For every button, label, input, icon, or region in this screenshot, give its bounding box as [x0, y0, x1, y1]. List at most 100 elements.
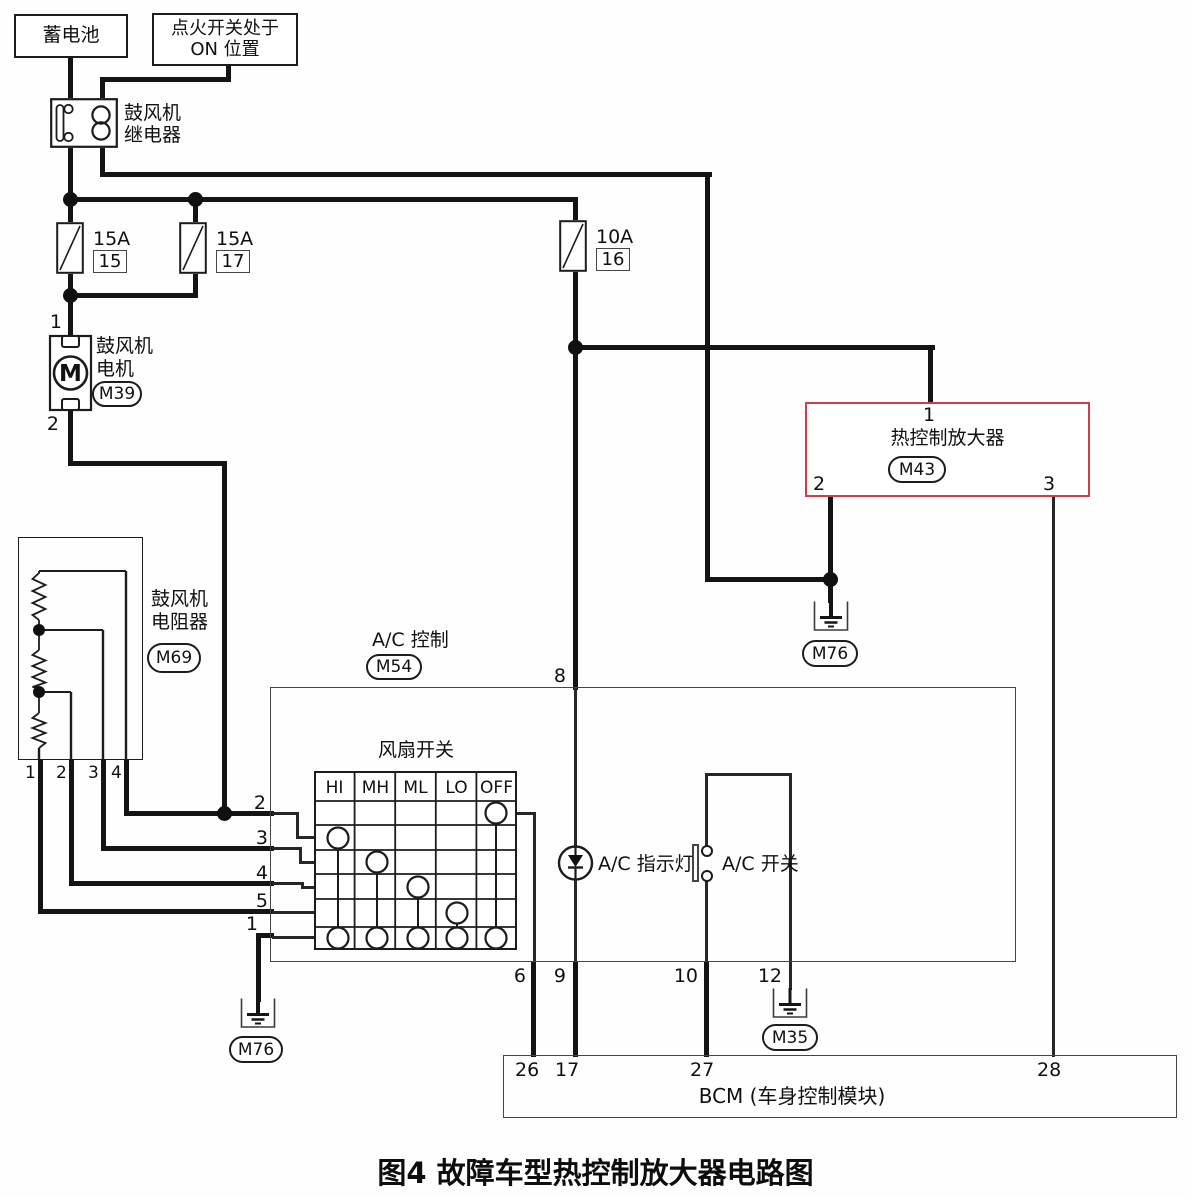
relay-label-line1: 鼓风机: [124, 102, 182, 124]
wire-relay-coil-out: [100, 148, 105, 177]
wire-pin1-ground-h: [256, 933, 274, 938]
figure-caption: 图4 故障车型热控制放大器电路图: [377, 1156, 814, 1190]
amplifier-box: [805, 402, 1090, 497]
fuse-17-symbol: [179, 222, 207, 274]
battery-box: 蓄电池: [14, 14, 128, 58]
fan-col-ml: ML: [403, 778, 428, 798]
ground-symbol-m76-right: [813, 601, 849, 631]
wire-res2-down: [69, 760, 74, 886]
resistor-pin2-label: 2: [56, 763, 67, 783]
fuse-15-symbol: [56, 222, 84, 274]
wire-ignition-down: [226, 66, 231, 80]
jog-pin4-a: [272, 882, 303, 885]
wire-battery-to-relay: [68, 58, 73, 98]
wire-fuse16-down: [573, 272, 578, 690]
wire-res1-down: [38, 760, 43, 914]
ac-switch-label: A/C 开关: [722, 853, 799, 875]
ac-pin6-label: 6: [513, 965, 526, 987]
jog-pin4-c: [301, 886, 316, 889]
wire-acsw-top: [705, 774, 708, 848]
jog-pin3-a: [272, 847, 301, 850]
wire-acsw-loop-v: [789, 773, 792, 990]
bcm-pin26-label: 26: [515, 1059, 540, 1081]
resistor-pin1-label: 1: [25, 763, 36, 783]
fan-switch-grid: [314, 771, 517, 950]
fan-col-lo: LO: [445, 778, 468, 798]
wire-led-lower: [574, 879, 577, 962]
junction-dot: [823, 572, 838, 587]
ac-control-code: M54: [375, 657, 413, 677]
ac-pin4-label: 4: [255, 862, 268, 884]
ground-m76-left-oval: M76: [229, 1036, 283, 1063]
wire-off-down: [533, 812, 536, 962]
amplifier-code-oval: M43: [888, 456, 946, 483]
ac-pin5-label: 5: [255, 890, 268, 912]
ignition-line2: ON 位置: [190, 38, 260, 60]
fuse-15-slot: 15: [93, 250, 127, 273]
wire-motor-horiz: [68, 461, 227, 466]
wire-fuse-bus: [68, 197, 578, 202]
bcm-pin28-label: 28: [1037, 1059, 1062, 1081]
bcm-box: [503, 1055, 1177, 1118]
wire-acsw-bottom: [705, 881, 708, 962]
fuse-16-rating: 10A: [596, 226, 634, 248]
bcm-label: BCM (车身控制模块): [698, 1084, 886, 1108]
relay-label-line2: 继电器: [124, 124, 182, 146]
jog-pin2-c: [296, 836, 316, 839]
wire-res4-down: [124, 760, 129, 816]
ground-m35-oval: M35: [762, 1024, 818, 1051]
blower-relay-symbol: [50, 98, 118, 148]
fuse-16-symbol: [559, 220, 587, 272]
wire-fuse17-bottom: [193, 274, 198, 298]
wire-to-amplifier: [573, 345, 935, 350]
wire-led-upper: [574, 687, 577, 847]
ac-control-code-oval: M54: [366, 654, 422, 680]
wire-res4-horiz: [124, 811, 274, 816]
wire-pin10-bcm: [704, 962, 709, 1057]
motor-label-line1: 鼓风机: [96, 335, 154, 357]
jog-pin3-c: [299, 861, 316, 864]
ac-indicator-led: [557, 845, 594, 881]
resistor-label-line1: 鼓风机: [151, 588, 209, 610]
wire-ignition-to-coil: [100, 77, 105, 98]
motor-code-oval: M39: [92, 381, 142, 407]
resistor-pin3-label: 3: [88, 763, 99, 783]
ground-m76-right-oval: M76: [802, 640, 858, 667]
resistor-label-line2: 电阻器: [151, 611, 209, 633]
motor-m-glyph: M: [59, 361, 82, 387]
ground-m76-right-code: M76: [811, 643, 849, 664]
jog-pin4-b: [301, 882, 304, 889]
ac-control-label: A/C 控制: [372, 629, 449, 651]
ac-pin10-label: 10: [673, 965, 698, 987]
amplifier-pin3-label: 3: [1043, 473, 1056, 495]
junction-dot: [217, 806, 232, 821]
blower-resistor-box: [18, 537, 143, 760]
wire-coil-long-horiz: [100, 172, 712, 177]
wire-res3-horiz: [101, 846, 274, 851]
fuse-15-rating: 15A: [93, 228, 131, 250]
wire-fuse17-top: [193, 202, 198, 222]
bcm-pin27-label: 27: [690, 1059, 715, 1081]
amplifier-title: 热控制放大器: [890, 427, 1005, 449]
ac-indicator-label: A/C 指示灯: [598, 853, 694, 875]
motor-code: M39: [98, 384, 136, 404]
junction-dot: [568, 340, 583, 355]
ignition-box: 点火开关处于 ON 位置: [152, 13, 298, 66]
wire-amp-pin1: [928, 345, 933, 404]
jog-pin5: [272, 911, 316, 914]
ground-m35-code: M35: [771, 1027, 809, 1048]
wire-fuse-join: [68, 293, 198, 298]
fan-switch-title: 风扇开关: [377, 739, 454, 761]
ground-symbol-m35: [772, 988, 808, 1018]
wire-fuse15-bottom: [68, 274, 73, 295]
wire-pin6-bcm: [531, 962, 536, 1057]
wire-relay-switch-out: [68, 148, 73, 202]
wire-res2-horiz: [69, 881, 274, 886]
resistor-pin4-label: 4: [111, 763, 122, 783]
ground-symbol-m76-left: [240, 998, 276, 1028]
wire-pin1-ground-v: [256, 933, 261, 1002]
ac-pin3-label: 3: [255, 827, 268, 849]
wire-right-vertical: [705, 172, 710, 582]
junction-dot: [188, 192, 203, 207]
